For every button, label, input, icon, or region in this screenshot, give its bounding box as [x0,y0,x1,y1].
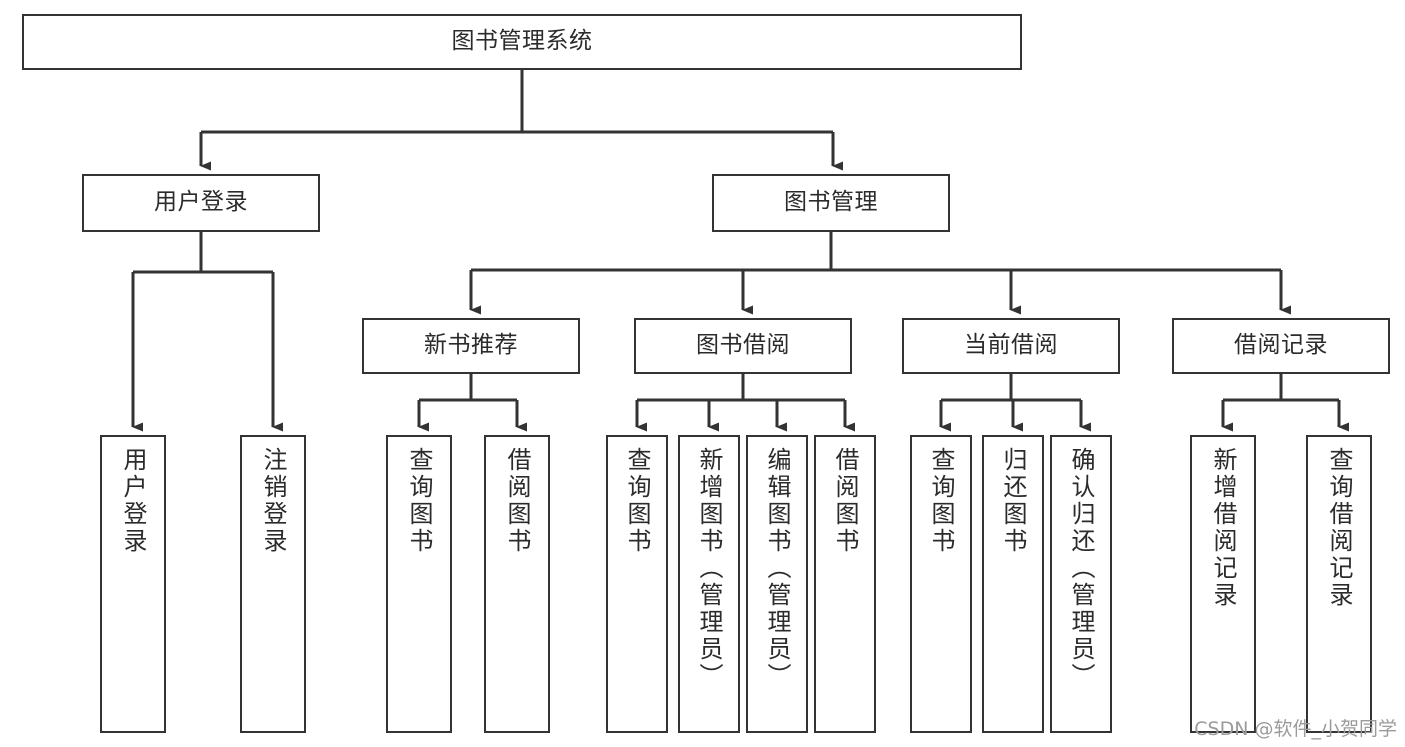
node-current-borrow-label: 当前借阅 [964,332,1058,359]
node-new-book-rec-label: 新书推荐 [424,332,518,359]
node-leaf-add-record-label: 新增借阅记录 [1209,447,1237,609]
node-current-borrow[interactable]: 当前借阅 [902,318,1120,374]
node-leaf-query-book-rec[interactable]: 查询图书 [386,435,452,733]
node-leaf-borrow-book-br-label: 借阅图书 [831,447,859,555]
node-leaf-borrow-book-rec-label: 借阅图书 [503,447,531,555]
node-leaf-confirm-return[interactable]: 确认归还（管理员） [1050,435,1112,733]
node-leaf-edit-book[interactable]: 编辑图书（管理员） [746,435,808,733]
node-book-manage-label: 图书管理 [784,189,878,216]
node-user-login[interactable]: 用户登录 [82,174,320,232]
node-leaf-user-logout-label: 注销登录 [259,447,287,555]
node-leaf-edit-book-label: 编辑图书（管理员） [763,447,791,690]
node-new-book-rec[interactable]: 新书推荐 [362,318,580,374]
node-leaf-query-record-label: 查询借阅记录 [1325,447,1353,609]
node-leaf-add-book[interactable]: 新增图书（管理员） [678,435,740,733]
node-borrow-record-label: 借阅记录 [1234,332,1328,359]
node-book-borrow[interactable]: 图书借阅 [634,318,852,374]
node-leaf-borrow-book-br[interactable]: 借阅图书 [814,435,876,733]
node-leaf-add-book-label: 新增图书（管理员） [695,447,723,690]
node-leaf-user-login[interactable]: 用户登录 [100,435,166,733]
node-borrow-record[interactable]: 借阅记录 [1172,318,1390,374]
node-leaf-user-logout[interactable]: 注销登录 [240,435,306,733]
node-leaf-query-record[interactable]: 查询借阅记录 [1306,435,1372,733]
node-leaf-borrow-book-rec[interactable]: 借阅图书 [484,435,550,733]
node-book-borrow-label: 图书借阅 [696,332,790,359]
node-root[interactable]: 图书管理系统 [22,14,1022,70]
node-leaf-query-book-br[interactable]: 查询图书 [606,435,668,733]
node-book-manage[interactable]: 图书管理 [712,174,950,232]
node-leaf-return-book-label: 归还图书 [999,447,1027,555]
node-leaf-add-record[interactable]: 新增借阅记录 [1190,435,1256,733]
node-leaf-query-book-cb[interactable]: 查询图书 [910,435,972,733]
node-user-login-label: 用户登录 [154,189,248,216]
node-leaf-query-book-br-label: 查询图书 [623,447,651,555]
node-leaf-return-book[interactable]: 归还图书 [982,435,1044,733]
node-leaf-confirm-return-label: 确认归还（管理员） [1067,447,1095,690]
node-leaf-query-book-rec-label: 查询图书 [405,447,433,555]
node-leaf-user-login-label: 用户登录 [119,447,147,555]
csdn-watermark: CSDN @软件_小贺同学 [1194,718,1397,740]
node-root-label: 图书管理系统 [451,28,593,55]
node-leaf-query-book-cb-label: 查询图书 [927,447,955,555]
